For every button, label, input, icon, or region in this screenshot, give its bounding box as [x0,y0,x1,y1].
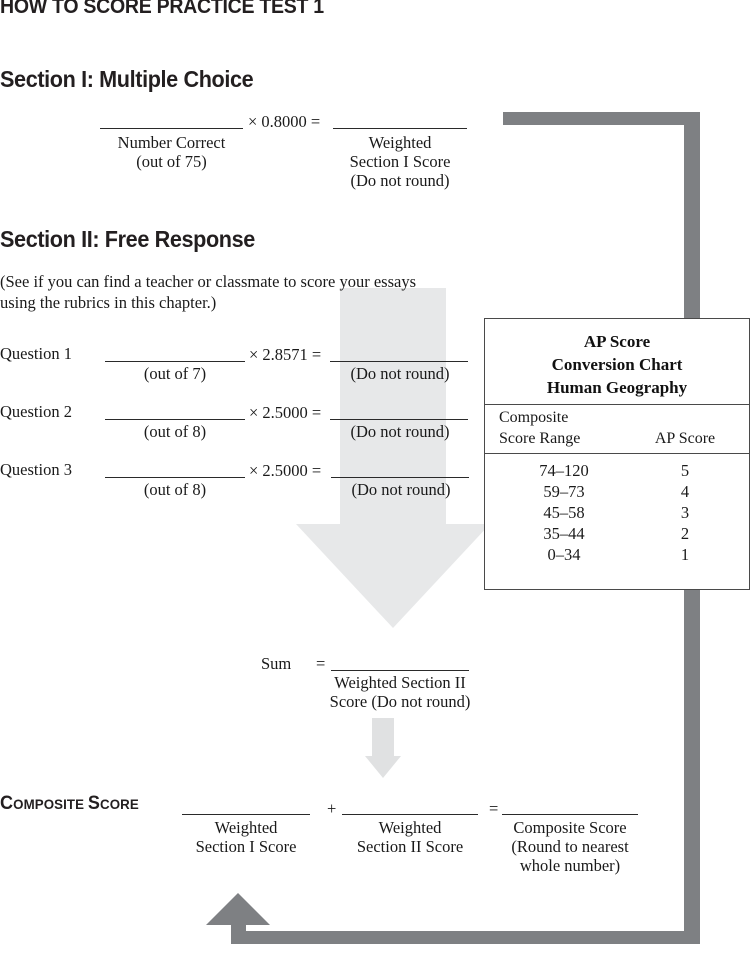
section1-number-correct-caption: Number Correct (out of 75) [117,133,226,171]
table-row: 59–73 4 [485,482,749,503]
sum-flow-arrow-shaft [372,718,394,758]
ap-chart-header-composite-range: Composite Score Range [499,409,581,447]
question-2-raw-blank[interactable] [105,419,245,420]
composite-equals-operator: = [489,799,499,818]
ap-chart-divider-top [485,404,749,405]
ap-chart-score: 1 [680,545,690,564]
ap-chart-divider-headers [485,453,749,454]
composite-heading-cap-s: S [87,793,101,814]
sum-caption: Weighted Section II Score (Do not round) [329,673,471,711]
question-2-weighted-blank[interactable] [330,419,468,420]
question-1-operator: × 2.8571 = [249,345,322,364]
ap-chart-score: 2 [680,524,690,543]
feedback-path-top-segment [503,112,700,125]
question-3-raw-blank[interactable] [105,477,245,478]
table-row: 35–44 2 [485,524,749,545]
ap-chart-title-line-3: Human Geography [546,378,688,397]
sum-weighted-section2-blank[interactable] [331,670,469,671]
composite-total-caption: Composite Score (Round to nearest whole … [511,818,629,875]
question-1-weighted-blank[interactable] [330,361,468,362]
ap-chart-range: 35–44 [543,524,585,543]
table-row: 74–120 5 [485,461,749,482]
table-row: 0–34 1 [485,545,749,566]
section-2-note: (See if you can find a teacher or classm… [0,272,417,312]
section-2-heading: Section II: Free Response [0,226,255,252]
ap-score-conversion-chart: AP Score Conversion Chart Human Geograph… [484,318,750,590]
question-3-operator: × 2.5000 = [249,461,322,480]
ap-chart-title-line-1: AP Score [583,332,651,351]
feedback-path-arrowhead-icon [206,893,270,925]
ap-chart-range: 45–58 [543,503,585,522]
composite-score-heading: COMPOSITE SCORE [0,793,139,815]
ap-chart-header-ap-score: AP Score [654,430,716,447]
composite-plus-operator: + [327,799,337,818]
composite-heading-cap-c: C [0,793,14,814]
ap-chart-range: 74–120 [539,461,589,480]
ap-chart-title: AP Score Conversion Chart Human Geograph… [485,319,749,399]
question-3-label: Question 3 [0,460,72,479]
section2-flow-arrow-head [296,524,490,628]
question-1-raw-caption: (out of 7) [143,364,207,383]
composite-weighted-section1-caption: Weighted Section I Score [195,818,297,856]
composite-weighted-section2-blank[interactable] [342,814,478,815]
question-3-weighted-blank[interactable] [331,477,469,478]
section-1-heading: Section I: Multiple Choice [0,66,254,92]
ap-chart-score: 3 [680,503,690,522]
question-1-weighted-caption: (Do not round) [350,364,450,383]
ap-chart-score: 4 [680,482,690,501]
sum-flow-arrow-head [365,756,401,778]
section1-weighted-score-caption: Weighted Section I Score (Do not round) [349,133,451,190]
ap-chart-title-line-2: Conversion Chart [551,355,683,374]
question-1-raw-blank[interactable] [105,361,245,362]
sum-equals-operator: = [316,654,326,673]
composite-heading-omposite: OMPOSITE [13,796,85,812]
page-title: HOW TO SCORE PRACTICE TEST 1 [0,0,324,18]
question-2-label: Question 2 [0,402,72,421]
question-3-raw-caption: (out of 8) [143,480,207,499]
ap-chart-range: 59–73 [543,482,585,501]
ap-chart-score: 5 [680,461,690,480]
composite-weighted-section2-caption: Weighted Section II Score [356,818,464,856]
table-row: 45–58 3 [485,503,749,524]
section2-flow-arrow-shaft [340,288,446,528]
section1-operator: × 0.8000 = [248,112,321,131]
question-2-raw-caption: (out of 8) [143,422,207,441]
feedback-path-bottom-segment [243,931,700,944]
question-1-label: Question 1 [0,344,72,363]
section1-weighted-score-blank[interactable] [333,128,467,129]
ap-chart-range: 0–34 [547,545,581,564]
question-3-weighted-caption: (Do not round) [351,480,451,499]
composite-heading-core: CORE [100,796,139,812]
question-2-operator: × 2.5000 = [249,403,322,422]
composite-weighted-section1-blank[interactable] [182,814,310,815]
ap-chart-rows: 74–120 5 59–73 4 45–58 3 35–44 2 0–34 1 [485,461,749,566]
composite-total-blank[interactable] [502,814,638,815]
sum-label: Sum [261,654,292,673]
section1-number-correct-blank[interactable] [100,128,243,129]
question-2-weighted-caption: (Do not round) [350,422,450,441]
